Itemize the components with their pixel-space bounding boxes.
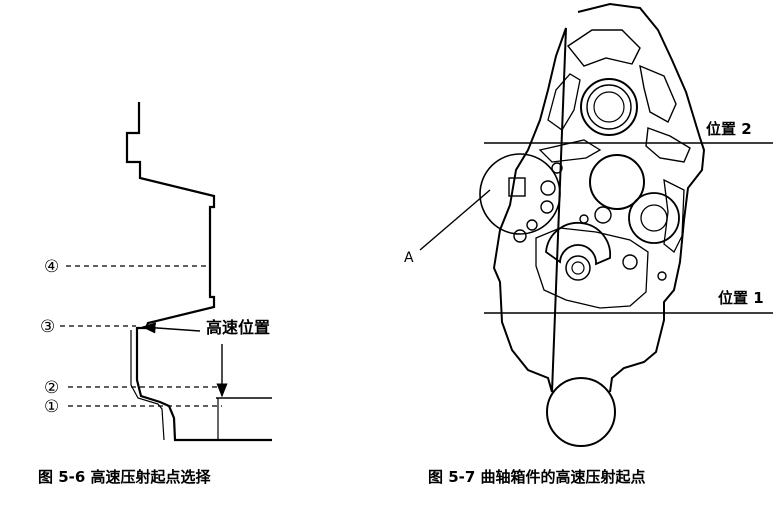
bottom-boss-circle [546, 377, 616, 447]
top-bearing-mid [586, 84, 632, 130]
hole [622, 254, 638, 270]
marker-1: ① [44, 397, 59, 417]
lower-crank-arc [545, 221, 612, 266]
inner-rib [663, 178, 685, 254]
inner-rib [538, 139, 602, 163]
inner-rib [566, 29, 641, 67]
a-leader-line [419, 189, 491, 251]
inner-rib [535, 227, 649, 309]
high-speed-arrow [141, 322, 201, 334]
right-diagram [419, 2, 773, 447]
center-cylinder [589, 154, 645, 210]
crankcase-outline [492, 2, 706, 393]
marker-3: ③ [40, 317, 55, 337]
hole [594, 206, 612, 224]
region-a-circle [479, 153, 561, 235]
hole [657, 271, 667, 281]
region-a-square [508, 177, 526, 197]
hole [551, 162, 563, 174]
lower-crank-pin [571, 261, 585, 275]
inner-rib [547, 73, 581, 131]
position-2-label: 位置 2 [706, 120, 752, 138]
wheel-inner-line [130, 330, 165, 441]
figure-5-7-caption: 图 5-7 曲轴箱件的高速压射起点 [428, 468, 646, 486]
a-label: A [404, 250, 414, 266]
figure-5-6-caption: 图 5-6 高速压射起点选择 [38, 468, 211, 486]
inner-rib [645, 127, 691, 163]
right-bore-inner [640, 204, 668, 232]
position-1-label: 位置 1 [718, 289, 764, 307]
inner-rib [639, 64, 677, 123]
wheel-profile-outline [125, 102, 272, 442]
high-speed-position-label: 高速位置 [206, 318, 270, 337]
hole [513, 229, 527, 243]
left-diagram: ④ ③ ② ① 高速位置 [40, 102, 272, 442]
hole [526, 219, 538, 231]
marker-4: ④ [44, 257, 59, 277]
hole [540, 180, 556, 196]
hole [579, 214, 589, 224]
top-bearing-outer [580, 78, 638, 136]
lower-crank-hub [565, 255, 591, 281]
marker-2: ② [44, 378, 59, 398]
hole [540, 200, 554, 214]
right-diagram-labels: 位置 2 位置 1 A [404, 120, 764, 307]
top-bearing-inner [593, 91, 625, 123]
right-bore-outer [628, 192, 680, 244]
